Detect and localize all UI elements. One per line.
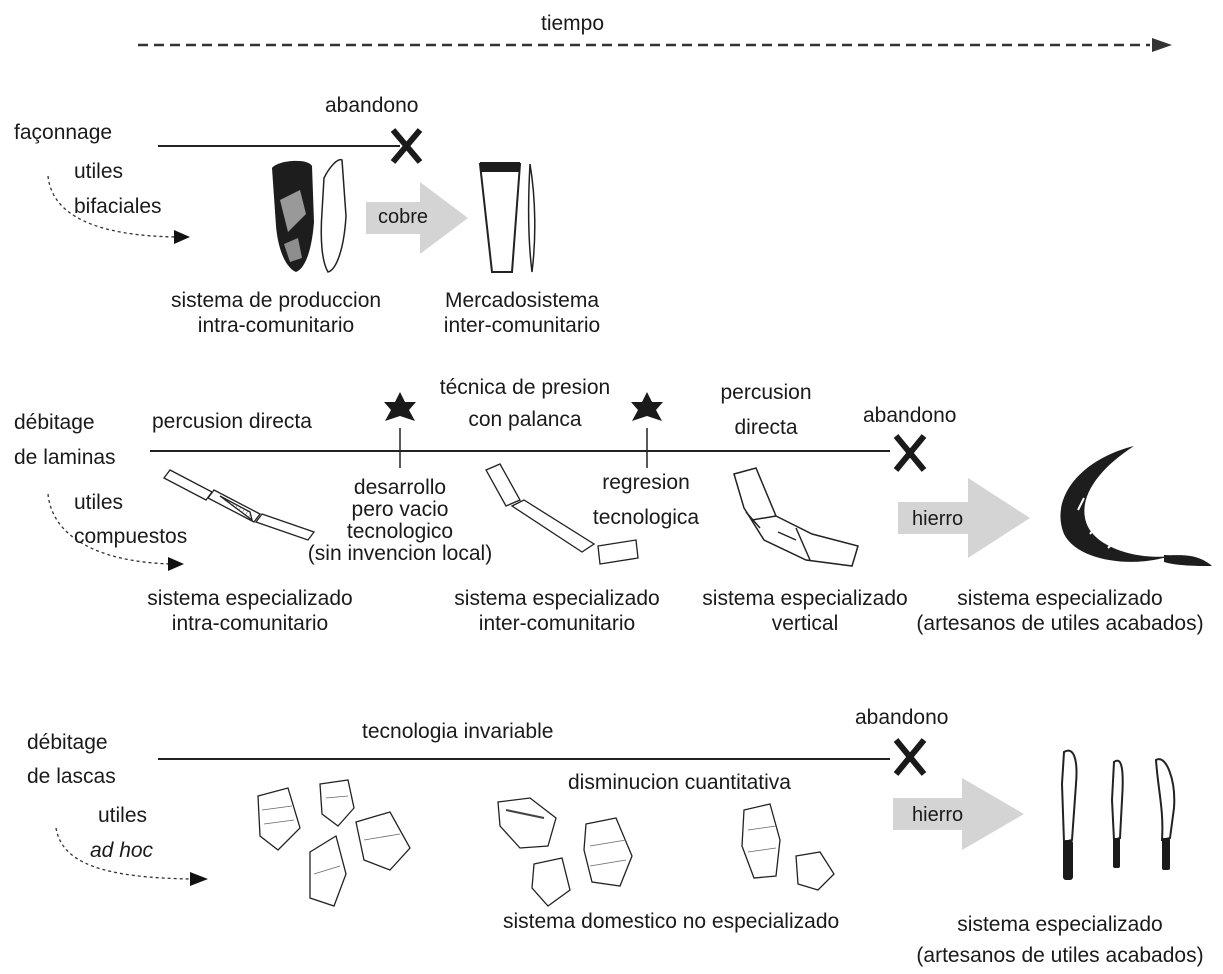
biface-axe-icon	[272, 158, 347, 273]
row3-abandon-label: abandono	[855, 706, 949, 729]
row2-stage1-label: percusion directa	[152, 410, 312, 433]
row3-hierro-arrow	[893, 778, 1024, 850]
row3-system-1: sistema domestico no especializado	[503, 910, 840, 933]
flakes-group-1-icon	[257, 779, 411, 907]
row2-abandon-label: abandono	[863, 404, 957, 427]
pressure-blades-icon	[485, 463, 639, 565]
time-arrow-head	[1152, 38, 1172, 52]
row3-note-label: disminucion cuantitativa	[568, 771, 791, 794]
row1-curved-arrow	[47, 175, 179, 238]
star-icon-1	[384, 392, 416, 421]
row1-abandon-x	[390, 128, 423, 164]
row2-tools-line1: utiles	[74, 491, 124, 514]
row1-system-left: sistema de produccion intra-comunitario	[170, 289, 382, 337]
row2-system-4: sistema especializado (artesanos de util…	[916, 587, 1204, 635]
row3-system-2: sistema especializado (artesanos de util…	[916, 913, 1204, 967]
row1-curved-arrowhead	[174, 230, 190, 244]
row2-event2-label: regresion tecnologica	[592, 471, 700, 529]
row2-method-line2: de laminas	[14, 446, 116, 469]
row2-arrow-label: hierro	[912, 508, 964, 530]
blade-segments-icon	[163, 469, 316, 541]
row3-tools-line2: ad hoc	[90, 839, 154, 862]
row2-system-1: sistema especializado intra-comunitario	[147, 587, 353, 635]
composite-sickle-icon	[733, 467, 859, 567]
iron-knives-icon	[1060, 749, 1176, 880]
flakes-group-3-icon	[741, 803, 835, 891]
row1-arrow-label: cobre	[378, 206, 429, 228]
row1-tools-line1: utiles	[74, 160, 124, 183]
row2-event1-label: desarrollo pero vacio tecnologico (sin i…	[307, 476, 493, 565]
row2-method-line1: débitage	[14, 411, 95, 434]
row3-abandon-x	[893, 738, 927, 776]
row2-stage3-label: percusion directa	[720, 381, 812, 439]
row3-curved-arrow	[55, 827, 195, 880]
row3-stage-label: tecnologia invariable	[362, 720, 554, 743]
time-label: tiempo	[541, 12, 605, 35]
row1-abandon-label: abandono	[325, 94, 419, 117]
row1-tools-line2: bifaciales	[74, 195, 162, 218]
iron-sickle-icon	[1060, 446, 1212, 566]
row3-tools-line1: utiles	[98, 804, 148, 827]
row2-hierro-arrow	[898, 478, 1030, 558]
row2-system-2: sistema especializado inter-comunitario	[454, 587, 660, 635]
row2-system-3: sistema especializado vertical	[702, 587, 908, 635]
row2-curved-arrow	[47, 493, 173, 565]
row2-stage2-label: técnica de presion con palanca	[439, 376, 611, 431]
row2-tools-line2: compuestos	[74, 525, 188, 548]
copper-axe-icon	[478, 162, 536, 273]
flakes-group-2-icon	[497, 797, 633, 907]
row2-curved-arrowhead	[168, 557, 184, 571]
row1-system-right: Mercadosistema inter-comunitario	[443, 289, 601, 337]
row3-method-line1: débitage	[27, 731, 108, 754]
row3-curved-arrowhead	[190, 872, 208, 886]
star-icon-2	[631, 392, 663, 421]
row1-cobre-arrow	[366, 182, 468, 254]
row3-arrow-label: hierro	[912, 804, 964, 826]
row1-method-label: façonnage	[14, 121, 113, 144]
row2-abandon-x	[893, 434, 927, 472]
row3-method-line2: de lascas	[27, 765, 116, 788]
